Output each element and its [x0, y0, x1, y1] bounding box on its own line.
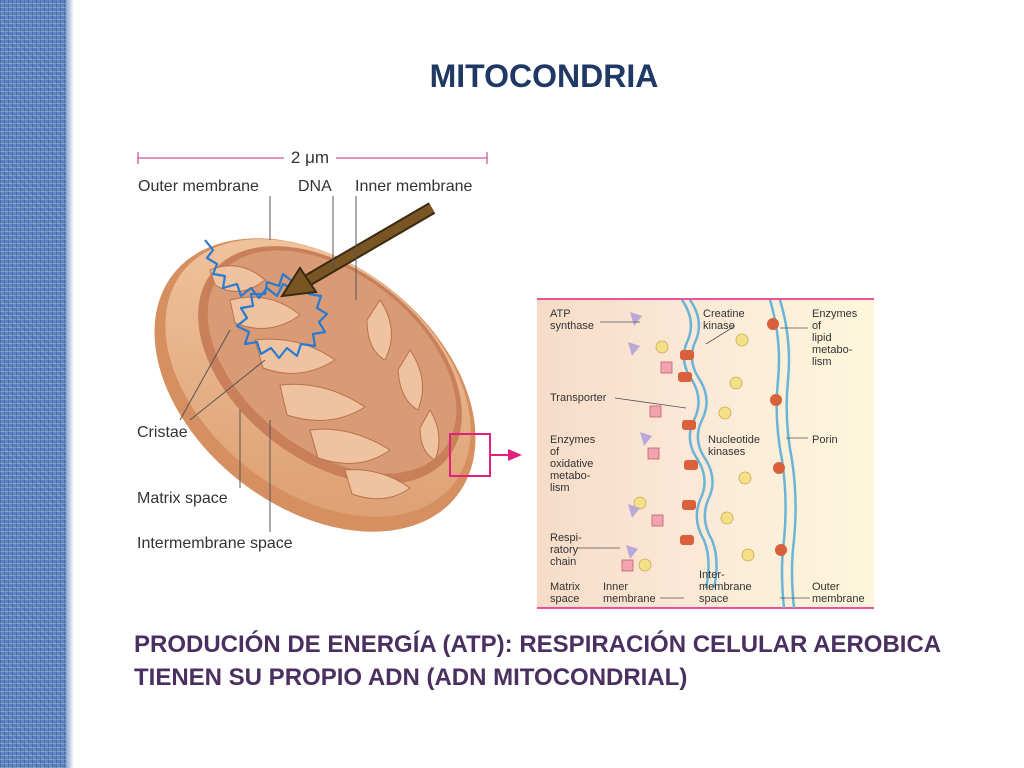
detail-label-outer-membrane: Outer membrane — [812, 581, 865, 605]
detail-label-inner-membrane: Inner membrane — [603, 581, 656, 605]
caption-line-1: PRODUCIÓN DE ENERGÍA (ATP): RESPIRACIÓN … — [134, 631, 942, 658]
detail-label-enzymes-lipid: Enzymes of lipid metabo- lism — [812, 308, 860, 368]
caption-line-2: TIENEN SU PROPIO ADN (ADN MITOCONDRIAL) — [134, 664, 688, 691]
label-inner-membrane: Inner membrane — [355, 178, 472, 195]
detail-label-transporter: Transporter — [550, 392, 607, 404]
label-leader-lines — [179, 196, 357, 532]
mitochondrion-illustration — [154, 238, 476, 532]
detail-label-matrix-space: Matrix space — [550, 581, 583, 605]
label-outer-membrane: Outer membrane — [138, 178, 259, 195]
label-matrix-space: Matrix space — [137, 490, 228, 507]
slide-title: MITOCONDRIA — [429, 58, 659, 94]
label-cristae: Cristae — [137, 424, 188, 441]
detail-label-respiratory-chain: Respi- ratory chain — [550, 532, 585, 568]
dna-pointer-arrow — [280, 202, 436, 298]
detail-label-atp-synthase: ATP synthase — [550, 308, 594, 332]
sidebar-edge — [66, 0, 74, 768]
zoom-arrow-head — [508, 449, 522, 461]
detail-label-creatine-kinase: Creatine kinase — [703, 308, 748, 332]
detail-label-porin: Porin — [812, 434, 838, 446]
detail-label-intermembrane-space: Inter- membrane space — [699, 569, 755, 605]
detail-label-enzymes-oxidative: Enzymes of oxidative metabo- lism — [550, 434, 598, 494]
dna-strand — [204, 239, 329, 360]
scale-label: 2 μm — [291, 148, 329, 167]
slide-caption: PRODUCIÓN DE ENERGÍA (ATP): RESPIRACIÓN … — [134, 628, 994, 694]
label-intermembrane-space: Intermembrane space — [137, 535, 293, 552]
scale-bar: 2 μm — [137, 148, 488, 167]
membrane-detail-panel: ATP synthase Creatine kinase Enzymes of … — [537, 298, 874, 609]
label-dna: DNA — [298, 178, 332, 195]
textured-sidebar — [0, 0, 66, 768]
detail-label-nucleotide-kinases: Nucleotide kinases — [708, 434, 763, 458]
